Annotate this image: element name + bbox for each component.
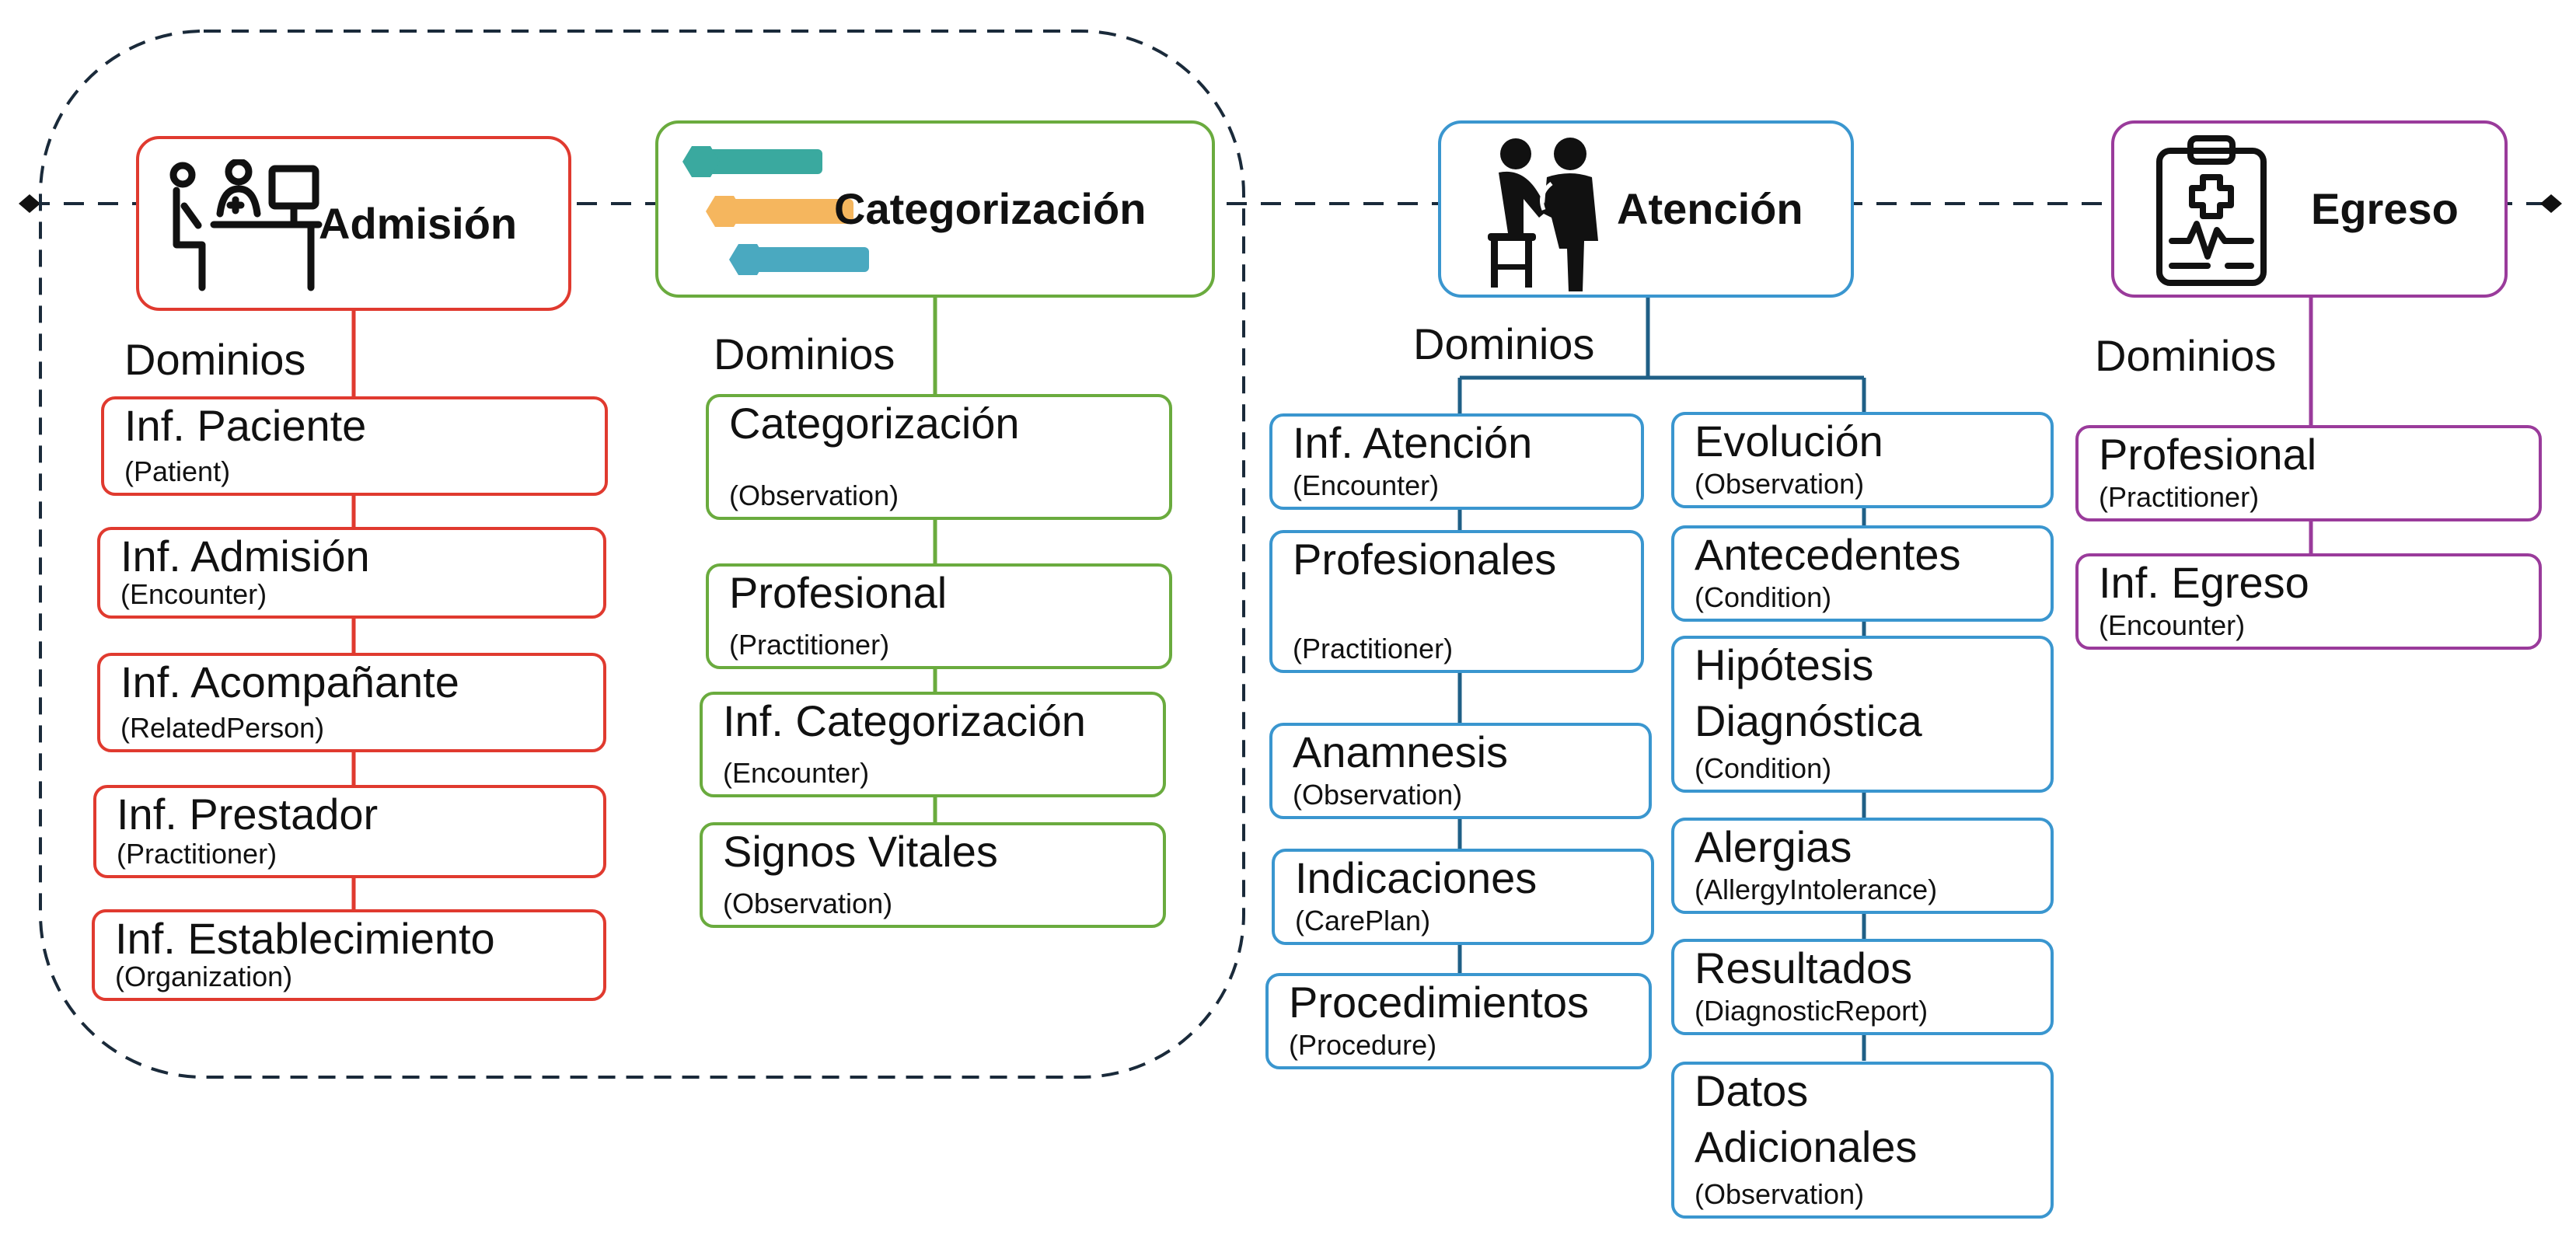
domain-item-title: Hipótesis [1695,640,1874,689]
atencion-left-items-box [1272,849,1654,945]
domain-item-resource: (Patient) [124,455,231,487]
atencion-right-items-box [1671,636,2054,793]
domain-item-resource: (Encounter) [723,757,870,789]
domain-item-title: Profesional [729,568,948,617]
egreso-domains-label: Dominios [2095,331,2277,380]
categorizacion-items-box [706,563,1172,669]
atencion-title: Atención [1617,184,1803,233]
domain-item-title: Inf. Acompañante [120,657,459,706]
timeline-end-diamond [2540,194,2562,213]
domain-item-resource: (Practitioner) [117,838,277,870]
domain-item-resource: (Observation) [1695,468,1865,500]
atencion-right-items-box [1671,1062,2054,1219]
atencion-left-items-box [1269,530,1644,673]
egreso-items-box [2075,425,2542,521]
domain-item-title: Antecedentes [1695,530,1961,579]
timeline-start-diamond [19,194,40,213]
domain-item-title: Inf. Prestador [117,790,379,839]
domain-item-resource: (Observation) [1695,1178,1865,1210]
egreso-title: Egreso [2311,184,2459,233]
egreso-items-box [2075,553,2542,650]
domain-item-title: Evolución [1695,417,1883,466]
admision-domains-label: Dominios [124,335,306,384]
atencion-left-items-box [1265,973,1652,1069]
doctor-patient-icon [1488,138,1598,291]
domain-item-title: Inf. Atención [1293,418,1533,467]
atencion-right-items-box [1671,525,2054,622]
admision-items-box [93,785,606,878]
admision-items-box [97,653,606,752]
domain-item-resource: (Condition) [1695,752,1832,784]
admision-title: Admisión [319,199,518,248]
triage-steps-icon [682,146,869,275]
domain-item-resource: (Practitioner) [1293,633,1454,664]
categorizacion-items-box [700,822,1166,928]
atencion-domains-label: Dominios [1413,319,1595,368]
admision-items-box [97,527,606,619]
domain-item-title: Categorización [729,399,1020,448]
domain-item-resource: (Procedure) [1289,1029,1437,1061]
domain-item-title: Anamnesis [1293,727,1509,776]
domain-item-resource: (Encounter) [120,578,267,610]
domain-item-title: Inf. Admisión [120,532,370,581]
reception-desk-icon [169,159,323,291]
domain-item-title: Inf. Categorización [723,696,1086,745]
atencion-right-items-box [1671,818,2054,914]
domain-item-title: Indicaciones [1295,853,1538,902]
atencion-left-items-box [1269,413,1644,510]
domain-item-title: Resultados [1695,943,1913,992]
domain-item-title: Signos Vitales [723,827,998,876]
domain-item-resource: (DiagnosticReport) [1695,995,1929,1027]
atencion-right-items-box [1671,412,2054,508]
medical-clipboard-icon [2156,135,2267,286]
domain-item-resource: (Condition) [1695,581,1832,613]
categorizacion-title: Categorización [834,184,1147,233]
domain-item-resource: (AllergyIntolerance) [1695,874,1938,905]
domain-item-resource: (Encounter) [1293,469,1440,501]
domain-item-resource: (Organization) [115,961,293,992]
emergency-group-outline [39,30,1245,1079]
domain-item-title-line2: Adicionales [1695,1122,1918,1171]
domain-item-title: Inf. Paciente [124,401,367,450]
domain-item-title: Alergias [1695,822,1852,871]
atencion-right-items-box [1671,939,2054,1035]
categorizacion-domains-label: Dominios [714,330,895,378]
domain-item-title: Profesionales [1293,535,1557,584]
domain-item-resource: (Observation) [729,480,899,511]
admision-items-box [92,909,606,1001]
categorizacion-items-box [706,394,1172,520]
domain-item-title: Inf. Egreso [2099,558,2309,607]
categorizacion-items-box [700,692,1166,797]
admision-items-box [101,396,608,496]
domain-item-resource: (RelatedPerson) [120,712,325,744]
domain-item-resource: (Observation) [723,888,893,919]
domain-item-title: Procedimientos [1289,978,1589,1027]
atencion-left-items-box [1269,723,1652,819]
admision-header [136,136,571,311]
domain-item-title-line2: Diagnóstica [1695,696,1922,745]
domain-item-resource: (Observation) [1293,779,1463,811]
domain-item-resource: (Practitioner) [2099,481,2260,513]
domain-item-title: Datos [1695,1066,1809,1115]
domain-item-resource: (Practitioner) [729,629,890,661]
domain-item-title: Profesional [2099,430,2317,479]
domain-item-resource: (CarePlan) [1295,905,1431,936]
domain-item-resource: (Encounter) [2099,609,2246,641]
domain-item-title: Inf. Establecimiento [115,914,495,963]
